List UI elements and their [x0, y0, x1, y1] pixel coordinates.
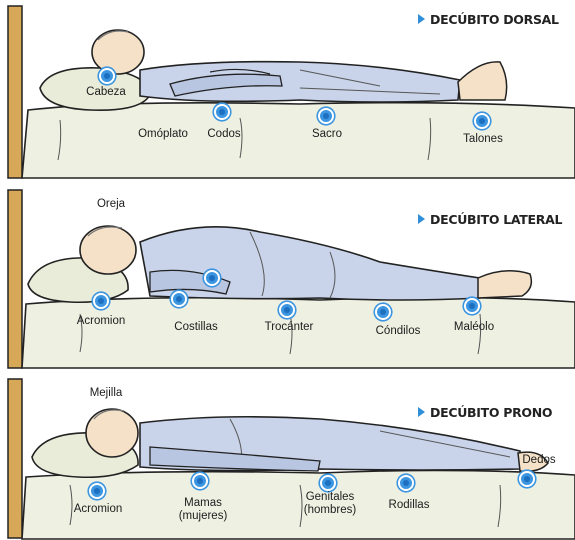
- pressure-point-label: Oreja: [97, 198, 125, 211]
- pressure-point-marker: [192, 473, 208, 489]
- pressure-point-marker: [93, 293, 109, 309]
- triangle-marker-icon: [418, 214, 425, 224]
- panel-prono: DECÚBITO PRONO Mejilla Acromion Mamas (m…: [0, 373, 575, 540]
- lateral-illustration: [0, 182, 575, 370]
- pressure-point-label: Rodillas: [389, 499, 430, 512]
- pressure-point-marker: [89, 483, 105, 499]
- triangle-marker-icon: [418, 14, 425, 24]
- pressure-point-label: Mamas (mujeres): [168, 497, 238, 523]
- pressure-point-label: Sacro: [312, 128, 342, 141]
- pressure-point-label: Mejilla: [90, 387, 123, 400]
- pressure-point-label: Acromion: [77, 315, 126, 328]
- pressure-point-marker: [398, 475, 414, 491]
- pressure-point-label: Acromion: [74, 503, 123, 516]
- panel-lateral: DECÚBITO LATERAL Oreja Acromion Costilla…: [0, 182, 575, 370]
- pressure-point-label: Cóndilos: [376, 325, 421, 338]
- pressure-point-marker: [519, 471, 535, 487]
- pressure-point-marker: [375, 304, 391, 320]
- pressure-point-marker: [320, 475, 336, 491]
- panel-title: DECÚBITO LATERAL: [418, 212, 562, 227]
- pressure-point-marker: [464, 298, 480, 314]
- pressure-point-marker: [318, 108, 334, 124]
- pressure-point-marker: [279, 302, 295, 318]
- panel-dorsal: DECÚBITO DORSAL Cabeza Omóplato Codos Sa…: [0, 0, 575, 180]
- pressure-point-label: Dedos: [522, 454, 555, 467]
- panel-title-text: DECÚBITO DORSAL: [430, 12, 559, 27]
- pressure-point-label: Talones: [463, 133, 503, 146]
- pressure-point-marker: [99, 68, 115, 84]
- panel-title: DECÚBITO PRONO: [418, 405, 552, 420]
- pressure-point-marker: [214, 104, 230, 120]
- pressure-point-label: Omóplato: [138, 128, 188, 141]
- pressure-point-label: Cabeza: [86, 86, 126, 99]
- pressure-point-label: Codos: [207, 128, 240, 141]
- pressure-point-label: Genitales (hombres): [290, 491, 370, 517]
- panel-title: DECÚBITO DORSAL: [418, 12, 559, 27]
- pressure-point-marker: [474, 113, 490, 129]
- pressure-point-label: Maléolo: [454, 321, 494, 334]
- pressure-point-label: Trocánter: [265, 321, 314, 334]
- pressure-point-label: Costillas: [174, 321, 217, 334]
- pressure-point-marker: [204, 270, 220, 286]
- triangle-marker-icon: [418, 407, 425, 417]
- panel-title-text: DECÚBITO LATERAL: [430, 212, 562, 227]
- panel-title-text: DECÚBITO PRONO: [430, 405, 552, 420]
- pressure-point-marker: [171, 291, 187, 307]
